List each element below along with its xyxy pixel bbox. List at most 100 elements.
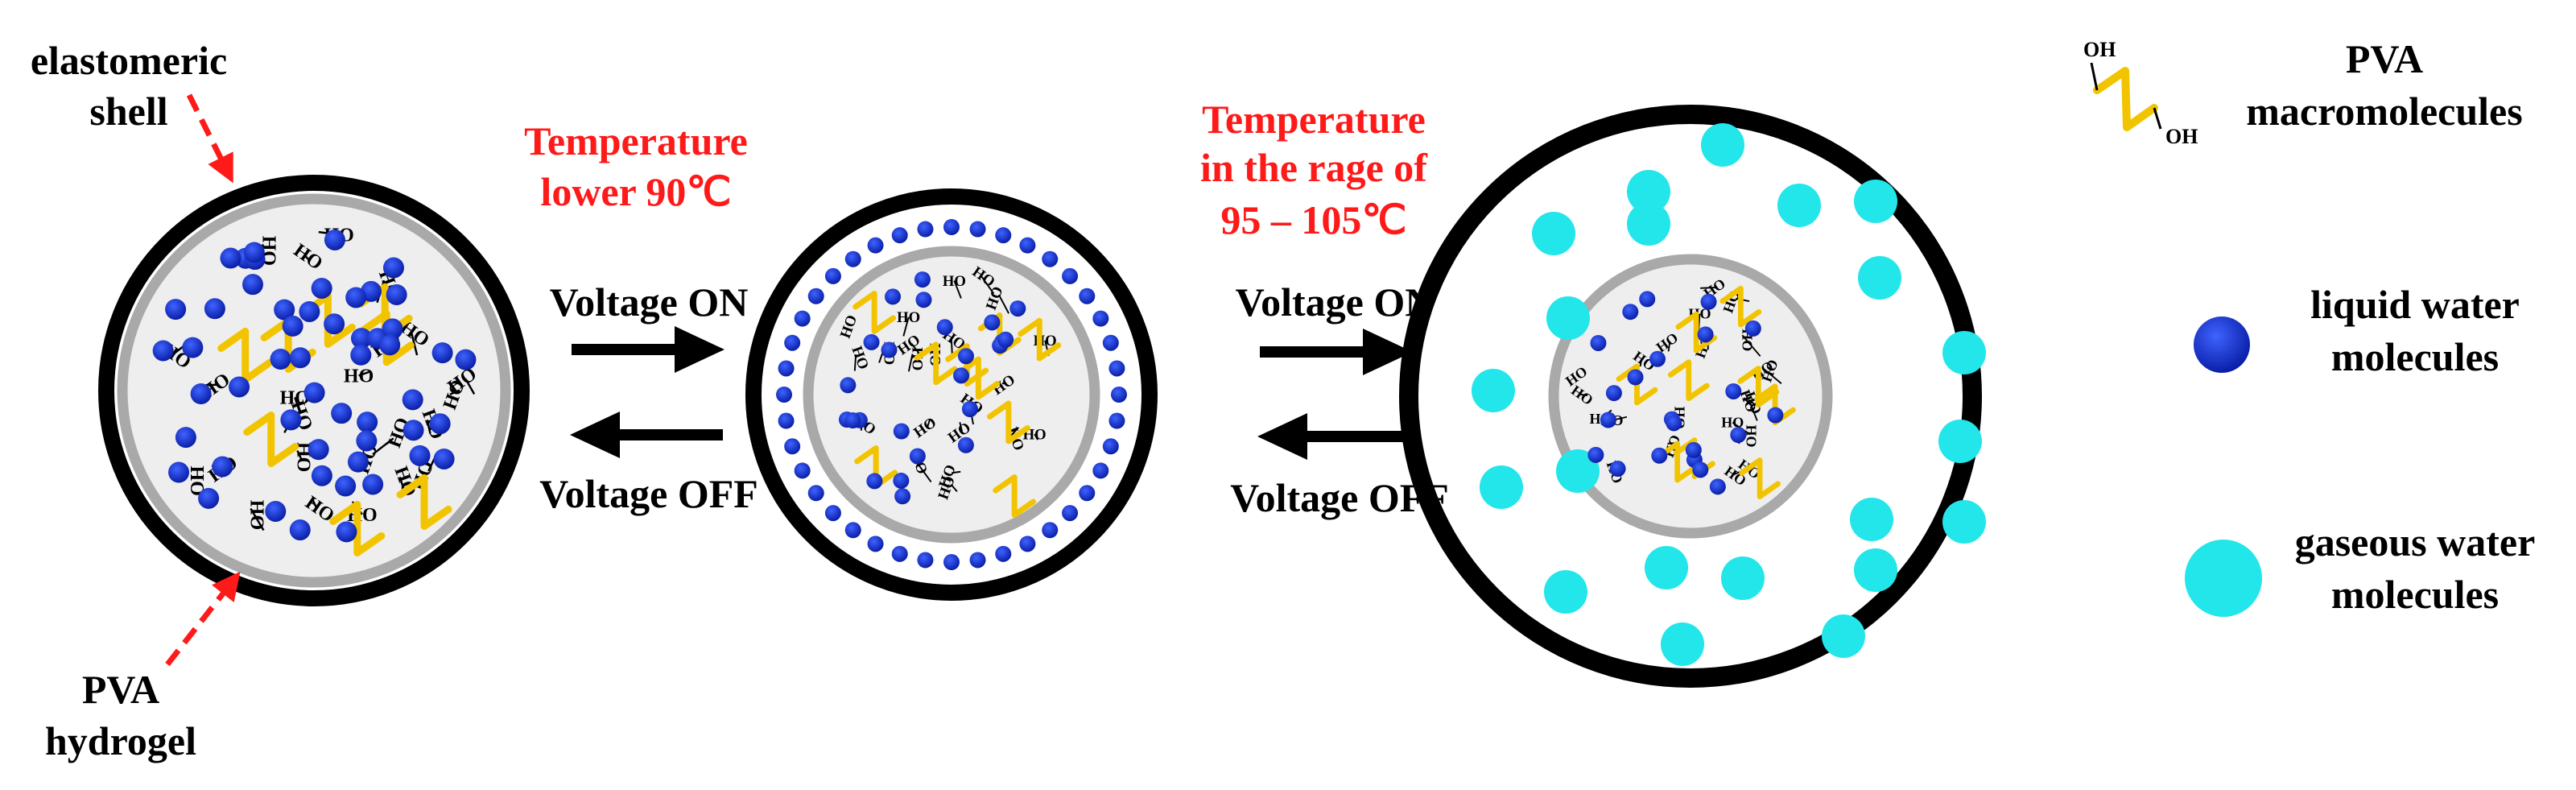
liquid-water-molecule [894, 488, 911, 505]
liquid-water-molecule [1590, 334, 1607, 351]
temp1-line2: lower 90℃ [540, 169, 731, 214]
transition-2: Voltage ON Voltage OFF [1230, 279, 1449, 520]
hydrogen-bond [953, 280, 962, 299]
liquid-water-molecule [957, 348, 974, 365]
hydrogen-bond [205, 383, 220, 387]
liquid-water-molecule [336, 521, 357, 543]
stage3-network: HOHOHOHOHOHOHOHOHOHOHOHOHOHOHOHOHOHOHOHO… [1563, 275, 1796, 499]
hydrogen-bond [294, 396, 301, 412]
liquid-water-molecule [893, 472, 910, 489]
liquid-water-molecule [1102, 438, 1119, 455]
voltage-on-arrow-1 [572, 326, 724, 373]
liquid-water-molecule [943, 554, 960, 570]
liquid-water-molecule [350, 344, 372, 366]
legend: OH OH PVA macromolecules liquid water mo… [2083, 36, 2535, 617]
hydrogen-bond [464, 378, 476, 395]
hydrogen-bond [1667, 341, 1671, 352]
liquid-water-molecule [1651, 447, 1668, 464]
voltage-off-label-2: Voltage OFF [1230, 475, 1449, 520]
hydrogen-bond [372, 437, 394, 456]
gaseous-water-molecule [1627, 202, 1670, 246]
legend-liquid-line2: molecules [2331, 334, 2499, 379]
liquid-water-molecule [824, 267, 841, 284]
liquid-water-molecule [152, 340, 174, 362]
liquid-water-molecule [1092, 310, 1109, 327]
liquid-water-molecule [1600, 412, 1616, 428]
pva-chain [854, 445, 898, 489]
gaseous-water-molecule [1858, 256, 1901, 300]
liquid-water-molecule [1692, 461, 1709, 478]
hydrogen-bond [449, 389, 460, 395]
liquid-water-molecule [1685, 441, 1702, 458]
liquid-water-molecule [1079, 485, 1096, 502]
liquid-water-molecule [1062, 267, 1079, 284]
liquid-water-molecule [289, 347, 311, 369]
liquid-water-molecule [807, 287, 824, 304]
liquid-water-molecule [324, 229, 345, 250]
liquid-water-molecule [1666, 415, 1682, 432]
liquid-water-molecule [984, 314, 1001, 331]
liquid-water-molecule [917, 552, 934, 569]
liquid-water-molecule [282, 315, 303, 337]
liquid-water-molecule [961, 400, 978, 417]
liquid-water-molecule [229, 376, 250, 398]
gaseous-water-molecule [1472, 369, 1515, 412]
gaseous-water-molecule [1854, 180, 1897, 223]
temperature-note-2: Temperature in the rage of 95 – 105℃ [1200, 97, 1428, 242]
pva-chain [329, 500, 386, 556]
liquid-water-molecule [242, 274, 263, 296]
hydrogen-bond [358, 370, 371, 377]
hydrogen-bond [927, 420, 931, 427]
legend-gaseous-water: gaseous water molecules [2185, 519, 2535, 617]
temp1-line1: Temperature [524, 118, 748, 163]
hydrogen-bond [1700, 287, 1718, 289]
legend-oh-bottom: OH [2165, 125, 2198, 148]
legend-gas-line2: molecules [2331, 572, 2499, 617]
liquid-water-molecule [1092, 462, 1109, 479]
gaseous-water-molecule [1556, 449, 1600, 493]
liquid-water-molecule [212, 456, 233, 478]
liquid-water-molecule [885, 288, 902, 305]
pva-chain [852, 291, 897, 334]
liquid-water-molecule [909, 448, 926, 465]
liquid-water-molecule [914, 271, 931, 288]
hydrogen-bond [250, 507, 265, 531]
pva-chain [1675, 311, 1718, 354]
gaseous-water-molecule [1942, 331, 1986, 374]
liquid-water-molecule [824, 505, 841, 522]
gaseous-water-swatch [2185, 540, 2262, 617]
liquid-water-molecule [1697, 326, 1714, 343]
hydrogen-bond [902, 316, 910, 337]
pva-chain [1656, 440, 1699, 483]
liquid-water-molecule [1622, 304, 1639, 321]
liquid-water-molecule [270, 348, 291, 370]
liquid-water-molecule [345, 287, 367, 308]
liquid-water-molecule [794, 310, 811, 327]
pva-chain [1737, 366, 1780, 407]
legend-pva-macromolecule: OH OH PVA macromolecules [2083, 36, 2523, 148]
liquid-water-molecule [1019, 536, 1036, 552]
hydrogel-pointer-arrow [165, 571, 241, 667]
liquid-water-molecule [784, 438, 801, 455]
gaseous-water-molecule [1544, 570, 1587, 614]
pva-chain [986, 400, 1030, 445]
liquid-water-molecule [1609, 461, 1626, 478]
gaseous-water-molecule [1942, 500, 1986, 544]
liquid-water-molecule [969, 221, 986, 238]
hydrogen-bond [410, 332, 419, 356]
liquid-water-molecule [794, 462, 811, 479]
liquid-water-molecule [386, 283, 407, 305]
hydroxyl-label: HO [344, 366, 374, 387]
hydrogen-bond [959, 422, 964, 432]
liquid-water-molecule [936, 319, 953, 336]
elastomeric-shell-callout: elastomeric shell [31, 38, 233, 184]
liquid-water-molecule [1042, 250, 1059, 267]
legend-liquid-line1: liquid water [2310, 282, 2520, 327]
voltage-off-arrow-2 [1257, 413, 1410, 460]
temp2-line2: in the rage of [1200, 145, 1428, 190]
pva-chain [217, 327, 274, 383]
liquid-water-molecule [1108, 360, 1125, 377]
liquid-water-molecule [324, 313, 345, 335]
pva-chain [1667, 359, 1710, 402]
